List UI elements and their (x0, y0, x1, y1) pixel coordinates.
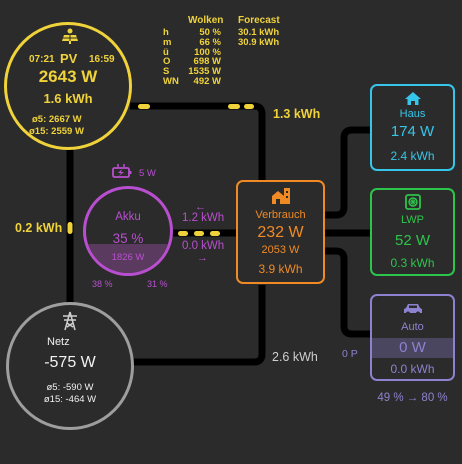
pv-sunset: 16:59 (89, 54, 115, 65)
forecast-header-forecast: Forecast (238, 15, 280, 26)
haus-power: 174 W (390, 123, 435, 140)
lwp-node[interactable]: LWP 52 W 0.3 kWh (370, 188, 455, 276)
lwp-label: LWP (400, 214, 425, 226)
verbrauch-label: Verbrauch (255, 209, 306, 221)
forecast-energy-value: 30.9 kWh (238, 36, 280, 48)
netz-label: Netz (47, 336, 70, 348)
home-icon (405, 92, 421, 105)
power-pylon-icon (63, 311, 77, 331)
pv-to-netz-energy: 0.2 kWh (15, 221, 63, 235)
netz-avg5: ø5: -590 W (46, 382, 94, 393)
akku-in-arrow: ← (195, 201, 206, 213)
akku-soc: 35 % (112, 231, 144, 246)
forecast-energy-values: 30.1 kWh 30.9 kWh (238, 28, 279, 48)
akku-node[interactable]: Akku 35 % 1826 W (83, 186, 173, 276)
forecast-wolken-value: 1535 W (188, 66, 221, 78)
akku-power: 1826 W (111, 252, 145, 263)
akku-label: Akku (115, 211, 141, 223)
akku-soc-fill (86, 243, 170, 273)
pv-avg15: ø15: 2559 W (29, 126, 84, 137)
forecast-wolken-value: 66 % (199, 36, 221, 48)
auto-power: 0 W (399, 339, 426, 356)
akku-in-energy: 1.2 kWh (182, 212, 225, 224)
verbrauch-sub-power: 2053 W (261, 244, 300, 256)
haus-label: Haus (399, 108, 426, 120)
pv-label: PV (60, 51, 78, 66)
netz-node[interactable]: Netz -575 W ø5: -590 W ø15: -464 W (6, 302, 134, 430)
flow-dash (210, 231, 220, 236)
forecast-row-label: WN (163, 75, 179, 87)
auto-node[interactable]: Auto 0 W 0.0 kWh (370, 294, 455, 381)
forecast-row-label: O (163, 56, 171, 68)
lwp-power: 52 W (394, 232, 430, 249)
forecast-wolken-value: 50 % (199, 27, 221, 38)
lwp-energy: 0.3 kWh (390, 256, 435, 270)
forecast-row-label: ü (163, 46, 169, 58)
auto-charge-power: 0 P (342, 348, 358, 360)
flow-dash (244, 104, 254, 109)
akku-aux-power: 5 W (139, 168, 156, 179)
forecast-row-label: S (163, 66, 170, 78)
akku-out-energy: 0.0 kWh (182, 240, 225, 252)
forecast-wolken-value: 492 W (193, 75, 221, 87)
akku-out-arrow: → (197, 252, 208, 264)
haus-node[interactable]: Haus 174 W 2.4 kWh (370, 84, 455, 171)
battery-charging-icon (112, 164, 132, 178)
pv-to-verbrauch-energy: 1.3 kWh (273, 107, 321, 121)
auto-soc-range: 49 % → 80 % (377, 392, 448, 404)
solar-panel-icon (62, 28, 78, 44)
forecast-row-label: h (163, 27, 169, 38)
flow-dash (194, 231, 204, 236)
haus-energy: 2.4 kWh (390, 149, 435, 163)
auto-label: Auto (401, 321, 424, 333)
verbrauch-energy: 3.9 kWh (258, 262, 303, 276)
forecast-wolken-value: 100 % (194, 46, 221, 58)
akku-min: 38 % (92, 279, 113, 289)
pv-energy: 1.6 kWh (43, 91, 93, 106)
car-icon (404, 304, 422, 316)
netz-power: -575 W (44, 354, 96, 371)
pv-avg5: ø5: 2667 W (32, 114, 82, 125)
forecast-wolken-value: 698 W (193, 56, 221, 68)
forecast-header-wolken: Wolken (188, 15, 224, 26)
forecast-wolken-values: 50 % 66 % 100 % 698 W 1535 W 492 W (187, 28, 221, 87)
flow-dash (67, 222, 73, 234)
auto-energy: 0.0 kWh (390, 362, 435, 376)
flow-dash (228, 104, 240, 109)
forecast-energy-value: 30.1 kWh (238, 27, 280, 38)
forecast-row-labels: h m ü O S WN (163, 28, 179, 87)
pv-power: 2643 W (38, 67, 98, 86)
netz-to-verbrauch-energy: 2.6 kWh (272, 350, 318, 364)
pv-sunrise: 07:21 (29, 54, 55, 65)
netz-avg15: ø15: -464 W (43, 394, 97, 405)
verbrauch-node[interactable]: Verbrauch 232 W 2053 W 3.9 kWh (236, 180, 325, 284)
auto-soc-band (372, 338, 453, 358)
verbrauch-power: 232 W (257, 224, 304, 241)
flow-dash (178, 231, 188, 236)
heat-pump-icon (405, 194, 421, 210)
akku-max: 31 % (147, 279, 168, 289)
flow-dash (138, 104, 150, 109)
house-building-icon (272, 188, 290, 204)
forecast-row-label: m (163, 36, 172, 48)
pv-node[interactable]: 07:21 PV 16:59 2643 W 1.6 kWh ø5: 2667 W… (4, 22, 132, 150)
